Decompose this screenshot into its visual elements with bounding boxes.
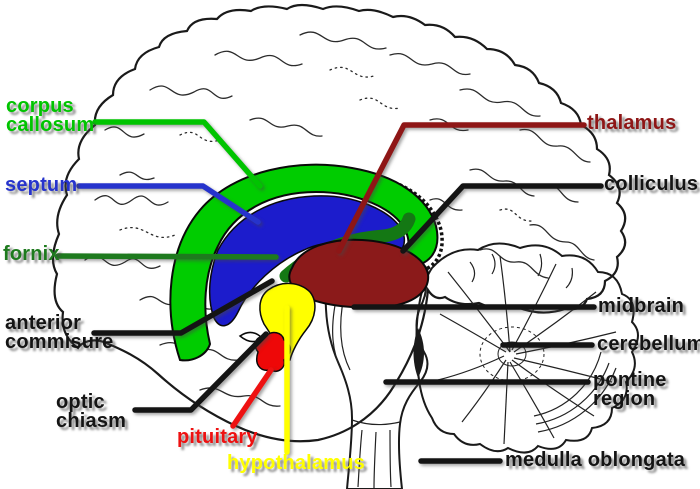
optic-chiasm-leader-line <box>132 331 269 413</box>
corpus-callosum-label-line2: callosum <box>6 114 95 136</box>
cerebellum-art <box>415 242 639 454</box>
cerebellum-folia <box>437 253 617 445</box>
cerebellum-outline <box>415 242 639 454</box>
pituitary-leader-line <box>230 367 274 429</box>
colliculus-leader-line <box>400 183 604 254</box>
septum-label: septum <box>5 174 78 196</box>
cerebellum-label: cerebellum <box>597 333 700 355</box>
fourth-ventricle <box>413 328 424 378</box>
pituitary-label: pituitary <box>177 426 258 448</box>
fornix-leader-line <box>55 253 279 260</box>
pontine-region-label-line1: pontine <box>593 369 667 391</box>
optic-chiasm-label-line2: chiasm <box>56 410 127 432</box>
pontine-region-label: pontine region <box>593 369 667 410</box>
fornix-label: fornix <box>3 243 60 265</box>
pontine-region-label-line2: region <box>593 388 656 410</box>
leader-lines <box>55 119 604 464</box>
optic-chiasm-label-line1: optic <box>56 391 105 413</box>
anterior-commisure-label-line1: anterior <box>5 312 82 334</box>
corpus-callosum-leader-line <box>92 119 263 189</box>
thalamus-leader-line <box>336 122 587 254</box>
corpus-callosum-label: corpus callosum <box>6 95 95 136</box>
corpus-callosum-label-line1: corpus <box>6 95 74 117</box>
medulla-oblongata-label: medulla oblongata <box>505 449 686 471</box>
colliculus-label: colliculus <box>604 173 699 195</box>
midbrain-label: midbrain <box>598 295 685 317</box>
thalamus-label: thalamus <box>587 112 677 134</box>
anterior-commisure-label-line2: commisure <box>5 331 114 353</box>
optic-chiasm-label: optic chiasm <box>56 391 127 432</box>
cerebrum-outline <box>51 3 627 443</box>
septum-leader-line <box>76 183 261 225</box>
anterior-commisure-leader-line <box>91 278 275 336</box>
anterior-commisure-label: anterior commisure <box>5 312 114 353</box>
hypothalamus-label: hypothalamus <box>227 452 365 474</box>
